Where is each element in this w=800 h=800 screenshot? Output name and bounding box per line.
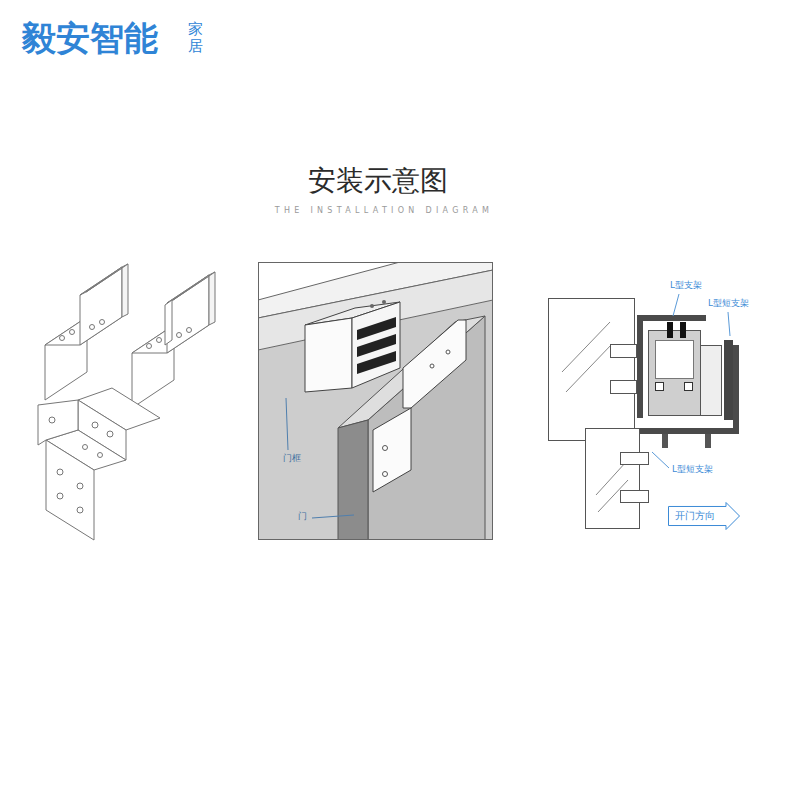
- part-label: L型短支架: [708, 298, 749, 309]
- part-label: 门: [298, 511, 307, 522]
- part-label: L型短支架: [672, 464, 713, 475]
- brand-logo: 毅安智能: [22, 18, 158, 59]
- arrow-shape: [669, 503, 740, 530]
- part-label: 门框: [283, 453, 301, 464]
- diagram-title: 安装示意图: [308, 164, 448, 198]
- door-scene: [258, 262, 493, 540]
- direction-arrow: 开门方向: [668, 502, 740, 530]
- bracket-drawings: [38, 264, 215, 540]
- part-label: L型支架: [670, 280, 702, 291]
- diagram-subtitle: THE INSTALLATION DIAGRAM: [275, 206, 494, 216]
- arrow-label: 开门方向: [668, 502, 731, 530]
- brand-suffix: 家居: [188, 21, 203, 54]
- cross-section: [549, 294, 737, 529]
